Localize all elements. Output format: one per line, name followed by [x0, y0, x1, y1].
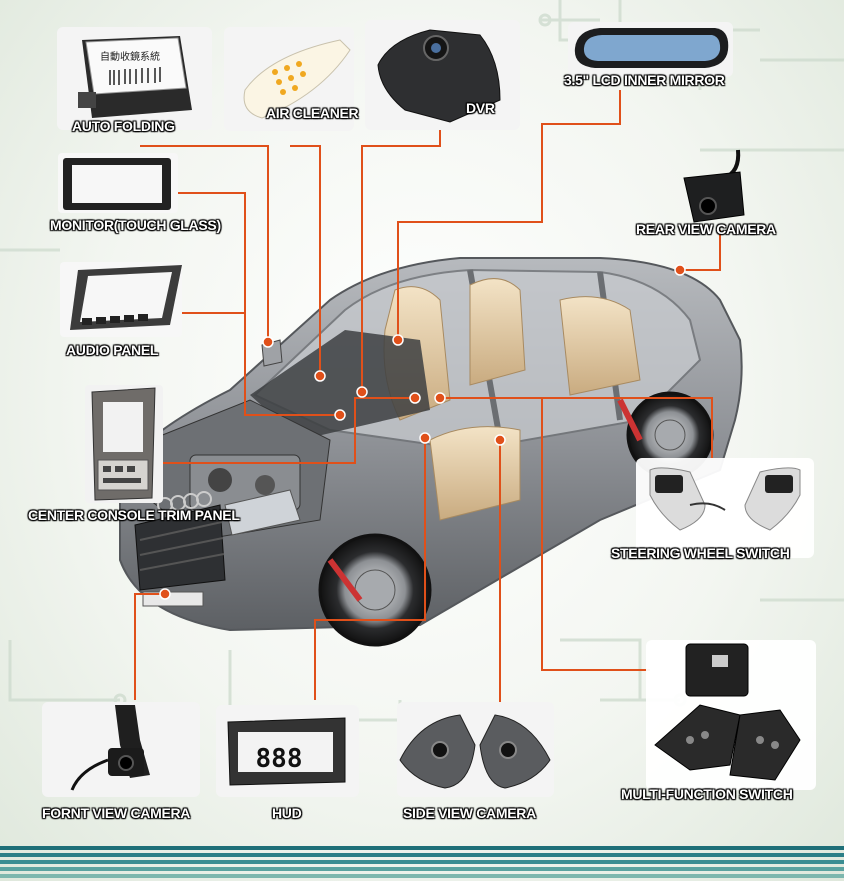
- auto-folding-box-text: 自動收鏡系統: [100, 50, 160, 63]
- steering-switch-image: [636, 458, 814, 558]
- rear-camera-image: [683, 149, 745, 223]
- hud-image: [216, 705, 359, 797]
- label-front-camera: FORNT VIEW CAMERA: [42, 805, 191, 821]
- connector-multi-switch: [541, 398, 650, 671]
- label-rear-camera: REAR VIEW CAMERA: [636, 221, 776, 237]
- connector-dots: [159, 264, 686, 600]
- label-lcd-mirror: 3.5" LCD INNER MIRROR: [564, 72, 725, 88]
- label-air-cleaner: AIR CLEANER: [266, 105, 359, 121]
- footer-stripes: [0, 846, 844, 878]
- connector-rear-camera: [680, 230, 721, 271]
- label-auto-folding: AUTO FOLDING: [72, 118, 175, 134]
- monitor-image: [58, 153, 178, 213]
- connector-center-console: [160, 397, 415, 464]
- car-illustration: [119, 257, 743, 647]
- label-side-camera: SIDE VIEW CAMERA: [403, 805, 536, 821]
- label-multi-switch: MULTI-FUNCTION SWITCH: [621, 786, 793, 802]
- label-hud: HUD: [272, 805, 302, 821]
- air-cleaner-image: [224, 27, 354, 131]
- lcd-mirror-image: [568, 22, 733, 77]
- multi-switch-image: [646, 640, 816, 790]
- center-console-image: [85, 385, 163, 503]
- connector-front-camera: [134, 593, 165, 700]
- audio-panel-image: [60, 262, 182, 337]
- label-center-console: CENTER CONSOLE TRIM PANEL: [28, 507, 240, 523]
- connector-dvr: [361, 128, 441, 390]
- connector-steering-switch: [440, 397, 713, 460]
- hud-digits: 888: [256, 744, 303, 774]
- connector-lcd-mirror: [397, 90, 621, 340]
- label-steering-switch: STEERING WHEEL SWITCH: [611, 545, 790, 561]
- connector-lines: [134, 90, 721, 705]
- connector-monitor: [160, 192, 340, 416]
- connector-air-cleaner: [290, 145, 321, 375]
- connector-auto-folding: [140, 145, 269, 340]
- connector-hud: [314, 438, 426, 700]
- front-camera-image: [42, 702, 200, 797]
- label-dvr: DVR: [466, 100, 495, 116]
- label-monitor: MONITOR(TOUCH GLASS): [50, 217, 221, 233]
- dvr-image: [365, 20, 520, 130]
- label-audio-panel: AUDIO PANEL: [66, 342, 159, 358]
- auto-folding-image: [57, 27, 212, 130]
- side-camera-image: [397, 702, 554, 797]
